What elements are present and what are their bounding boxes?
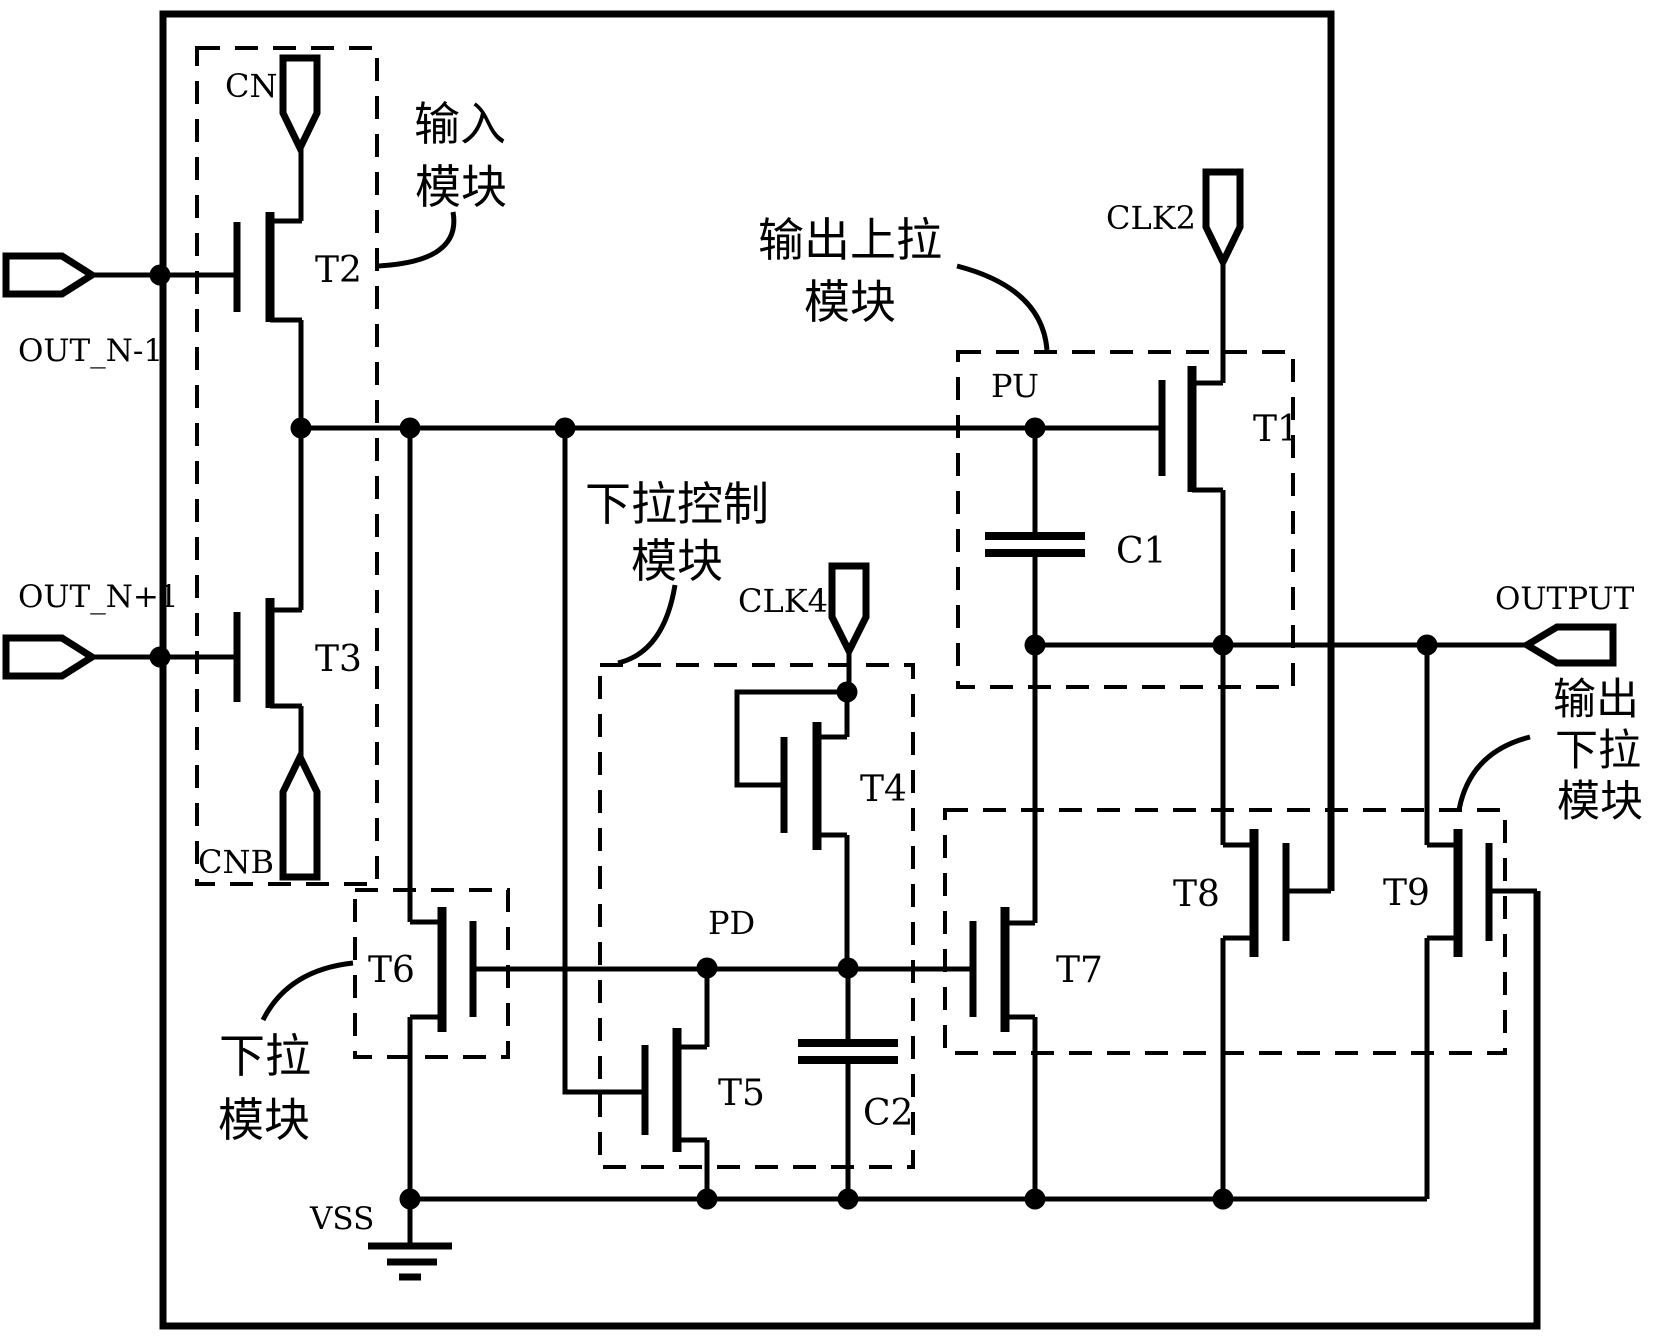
svg-text:下拉控制: 下拉控制	[585, 477, 769, 531]
transistor-t6	[410, 907, 477, 1032]
output-pulldown-leader	[1456, 734, 1531, 811]
output-terminal-icon	[1520, 623, 1617, 667]
junction-dot	[1024, 1188, 1046, 1210]
input-module-box	[195, 46, 379, 886]
svg-text:模块: 模块	[631, 534, 723, 588]
junction-dot	[149, 646, 171, 668]
t5-label: T5	[718, 1073, 765, 1114]
cnb-terminal-icon	[279, 748, 321, 881]
junction-dot	[837, 957, 859, 979]
output-label: OUTPUT	[1495, 581, 1635, 617]
transistor-t5	[641, 1028, 707, 1152]
pulldown-module-label: 下拉 模块	[218, 1029, 311, 1147]
pulldown-control-leader	[617, 584, 678, 666]
out-prev-terminal-icon	[2, 252, 99, 298]
transistor-t3	[233, 598, 302, 709]
wires	[92, 148, 1527, 1245]
junction-dot	[1416, 634, 1438, 656]
clk2-terminal-icon	[1202, 168, 1244, 271]
pulldown-leader	[260, 960, 354, 1022]
pulldown-control-module-box	[598, 663, 915, 1169]
junction-dot	[1212, 634, 1234, 656]
junction-dot	[149, 264, 171, 286]
clk2-label: CLK2	[1106, 199, 1196, 237]
transistor-t2	[233, 212, 302, 323]
t1-label: T1	[1253, 409, 1300, 450]
junction-dot	[399, 1188, 421, 1210]
svg-text:模块: 模块	[1557, 777, 1643, 827]
svg-text:下拉: 下拉	[219, 1029, 311, 1083]
output-pullup-module-box	[956, 350, 1295, 689]
junction-dot	[836, 681, 858, 703]
clk4-terminal-icon	[828, 562, 870, 659]
vss-label: VSS	[309, 1201, 374, 1237]
svg-text:输出: 输出	[1553, 675, 1639, 725]
junction-dot	[1024, 417, 1046, 439]
junction-dot	[696, 1188, 718, 1210]
input-module-leader	[376, 211, 457, 269]
pu-label: PU	[991, 367, 1039, 405]
ground-icon	[368, 1242, 452, 1281]
output-pullup-module-label: 输出上拉 模块	[758, 213, 942, 329]
cn-terminal-icon	[279, 54, 321, 157]
wire-vss-rail	[407, 1196, 1427, 1245]
transistor-t9	[1427, 829, 1537, 957]
clk4-label: CLK4	[738, 582, 828, 620]
c1-label: C1	[1116, 531, 1166, 572]
capacitor-c2	[798, 1039, 898, 1064]
transistor-t7	[969, 907, 1035, 1032]
junction-dot	[1024, 634, 1046, 656]
cn-label: CN	[225, 67, 277, 105]
input-module-label: 输入 模块	[414, 97, 507, 214]
pulldown-control-module-label: 下拉控制 模块	[585, 477, 769, 588]
t7-label: T7	[1056, 950, 1103, 991]
output-pulldown-module-label: 输出 下拉 模块	[1553, 675, 1643, 827]
output-pullup-leader	[956, 263, 1050, 351]
t2-label: T2	[315, 250, 362, 291]
out-prev-label: OUT_N-1	[18, 333, 163, 369]
c2-label: C2	[863, 1093, 913, 1134]
pulldown-module-box	[353, 888, 510, 1059]
t6-label: T6	[368, 950, 415, 991]
svg-text:模块: 模块	[415, 160, 507, 214]
junction-dot	[696, 957, 718, 979]
wire-t5-gate-branch	[562, 428, 645, 1095]
transistor-t8	[1223, 829, 1331, 957]
svg-text:模块: 模块	[804, 275, 896, 329]
transistor-t1	[1158, 366, 1223, 493]
junction-dot	[1212, 1188, 1234, 1210]
svg-text:输入: 输入	[414, 97, 506, 151]
svg-text:下拉: 下拉	[1555, 726, 1641, 776]
t8-label: T8	[1173, 874, 1220, 915]
out-next-label: OUT_N+1	[18, 579, 179, 615]
cnb-label: CNB	[198, 843, 274, 881]
junction-dot	[837, 1188, 859, 1210]
wire-clk4-t4	[734, 651, 852, 968]
t4-label: T4	[860, 769, 907, 810]
junction-dot	[554, 417, 576, 439]
outer-border	[159, 10, 1541, 1330]
out-next-terminal-icon	[2, 634, 99, 680]
capacitor-c1	[985, 532, 1085, 557]
t3-label: T3	[315, 639, 362, 680]
junction-dot	[290, 417, 312, 439]
svg-text:输出上拉: 输出上拉	[758, 213, 942, 267]
junction-dots	[149, 264, 1438, 1210]
pd-label: PD	[708, 904, 755, 942]
transistor-t4	[780, 722, 847, 850]
junction-dot	[399, 417, 421, 439]
svg-text:模块: 模块	[218, 1093, 310, 1147]
t9-label: T9	[1383, 873, 1430, 914]
